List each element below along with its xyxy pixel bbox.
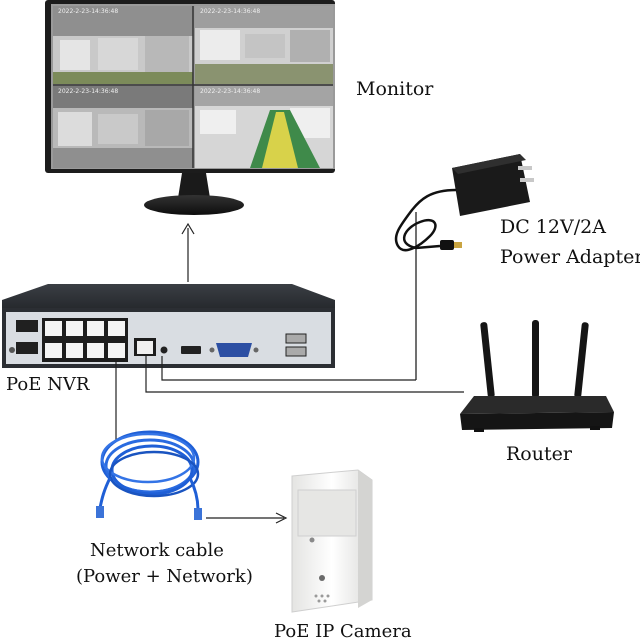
arrow-to-camera [206,512,288,524]
camera-label: PoE IP Camera [274,621,412,642]
arrow-to-monitor [181,222,195,282]
nvr-switch-left [9,320,38,354]
router-label: Router [506,443,572,465]
router-icon [460,320,614,432]
monitor-label: Monitor [356,78,434,100]
vga-port [209,343,259,357]
nvr-label: PoE NVR [6,374,90,395]
camera-feed-3 [53,86,193,168]
network-cable-icon [96,430,202,520]
cable-label-line1: Network cable [90,540,224,561]
adapter-label-line2: Power Adapter [500,246,640,268]
poe-ports [42,318,128,362]
cable-label-line2: (Power + Network) [76,566,253,587]
power-adapter-icon [394,154,534,380]
ip-camera-icon [291,469,373,613]
camera-feed-2 [195,6,333,84]
timestamp-feed-2: 2022-2-23-14:36:48 [200,8,261,15]
timestamp-feed-3: 2022-2-23-14:36:48 [58,88,119,95]
adapter-label-line1: DC 12V/2A [500,216,606,238]
nvr-icon [2,284,335,368]
camera-feed-4 [195,86,333,168]
timestamp-feed-4: 2022-2-23-14:36:48 [200,88,261,95]
monitor-icon [45,0,335,215]
timestamp-feed-1: 2022-2-23-14:36:48 [58,8,119,15]
hdmi-port [181,346,201,354]
camera-feed-1 [53,6,193,84]
lan-port [134,338,156,356]
nvr-connection-lines [115,356,464,440]
usb-ports [285,333,307,357]
dc-jack [160,346,168,354]
